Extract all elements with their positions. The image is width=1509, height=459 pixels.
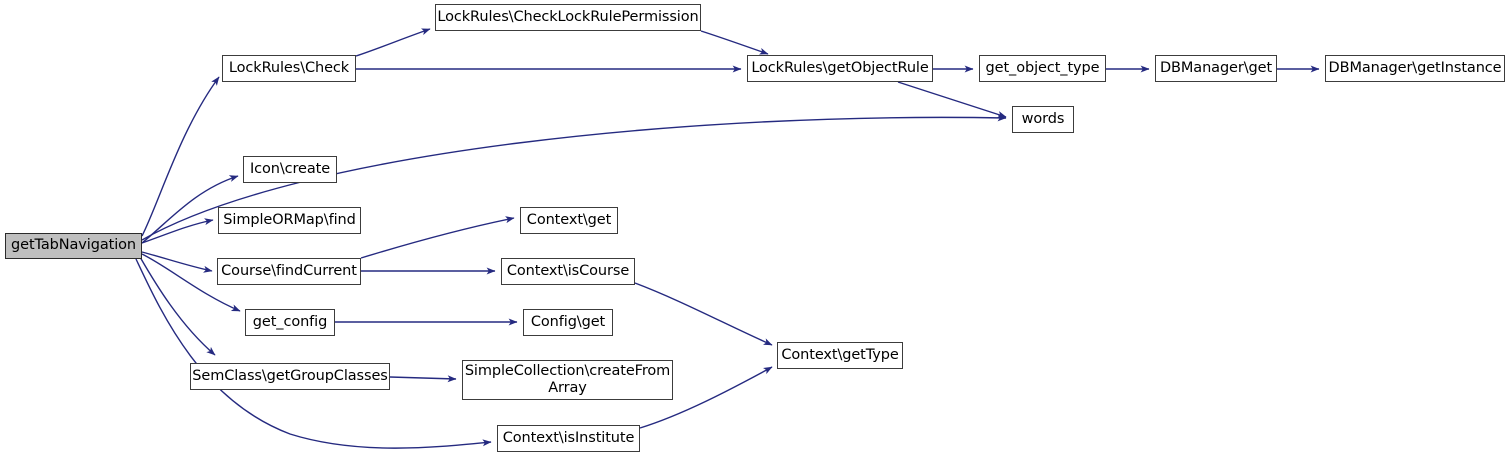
edge-lockRulesCheck-to-lockRulesCheckLockRulePermission	[355, 28, 431, 57]
graph-node-lockRulesCheck[interactable]: LockRules\Check	[222, 55, 356, 82]
graph-node-words[interactable]: words	[1012, 106, 1074, 133]
graph-node-label: words	[1021, 110, 1065, 127]
graph-node-simpleOrMapFind[interactable]: SimpleORMap\find	[218, 207, 361, 234]
graph-node-courseFindCurrent[interactable]: Course\findCurrent	[217, 258, 361, 285]
graph-node-getTabNavigation[interactable]: getTabNavigation	[5, 233, 142, 259]
graph-node-label: Course\findCurrent	[221, 262, 357, 279]
edge-getTabNavigation-to-courseFindCurrent	[141, 251, 213, 273]
graph-node-getConfig[interactable]: get_config	[245, 309, 335, 336]
graph-node-dbManagerGetInstance[interactable]: DBManager\getInstance	[1325, 55, 1505, 82]
graph-node-label: SimpleORMap\find	[223, 211, 356, 228]
graph-node-iconCreate[interactable]: Icon\create	[243, 156, 337, 183]
graph-node-simpleCollectionCreateFromArray[interactable]: SimpleCollection\createFrom Array	[462, 360, 673, 400]
edge-contextIsCourse-to-contextGetType	[634, 282, 773, 346]
graph-node-label: Context\get	[526, 211, 612, 228]
graph-node-label: DBManager\get	[1159, 59, 1273, 76]
graph-node-contextGet[interactable]: Context\get	[520, 207, 618, 234]
graph-node-contextGetType[interactable]: Context\getType	[777, 342, 903, 369]
edge-getTabNavigation-to-contextIsInstitute	[135, 258, 492, 449]
graph-node-contextIsCourse[interactable]: Context\isCourse	[501, 258, 635, 285]
graph-node-lockRulesCheckLockRulePermission[interactable]: LockRules\CheckLockRulePermission	[435, 4, 701, 31]
graph-node-dbManagerGet[interactable]: DBManager\get	[1155, 55, 1277, 82]
graph-node-label: LockRules\getObjectRule	[751, 59, 929, 76]
edge-lockRulesCheckLockRulePermission-to-lockRulesGetObjectRule	[700, 30, 769, 55]
graph-node-configGet[interactable]: Config\get	[523, 309, 613, 336]
edge-lockRulesGetObjectRule-to-words	[897, 81, 1007, 118]
graph-node-label: LockRules\CheckLockRulePermission	[437, 8, 699, 25]
edge-getTabNavigation-to-simpleOrMapFind	[141, 218, 214, 244]
graph-node-label: get_config	[252, 313, 328, 330]
graph-node-label: DBManager\getInstance	[1328, 59, 1502, 76]
edge-semClassGetGroupClasses-to-simpleCollectionCreateFromArray	[389, 375, 457, 383]
graph-node-label: Context\getType	[781, 346, 899, 363]
edge-getTabNavigation-to-semClassGetGroupClasses	[139, 256, 216, 356]
graph-node-label: Context\isCourse	[506, 262, 630, 279]
graph-node-label: Config\get	[530, 313, 606, 330]
graph-node-label: SemClass\getGroupClasses	[192, 367, 388, 384]
graph-node-getObjectType[interactable]: get_object_type	[979, 55, 1106, 82]
graph-node-label: Context\isInstitute	[502, 429, 635, 446]
graph-node-label: get_object_type	[985, 59, 1100, 76]
graph-node-label: Icon\create	[249, 160, 331, 177]
graph-node-semClassGetGroupClasses[interactable]: SemClass\getGroupClasses	[190, 363, 390, 390]
graph-node-label: LockRules\Check	[228, 59, 350, 76]
graph-node-label: SimpleCollection\createFrom Array	[464, 362, 671, 396]
graph-node-label: getTabNavigation	[11, 237, 136, 254]
graph-node-lockRulesGetObjectRule[interactable]: LockRules\getObjectRule	[747, 55, 933, 82]
graph-node-contextIsInstitute[interactable]: Context\isInstitute	[497, 425, 640, 452]
edge-getTabNavigation-to-lockRulesCheck	[141, 76, 220, 237]
edge-courseFindCurrent-to-contextGet	[360, 216, 515, 259]
